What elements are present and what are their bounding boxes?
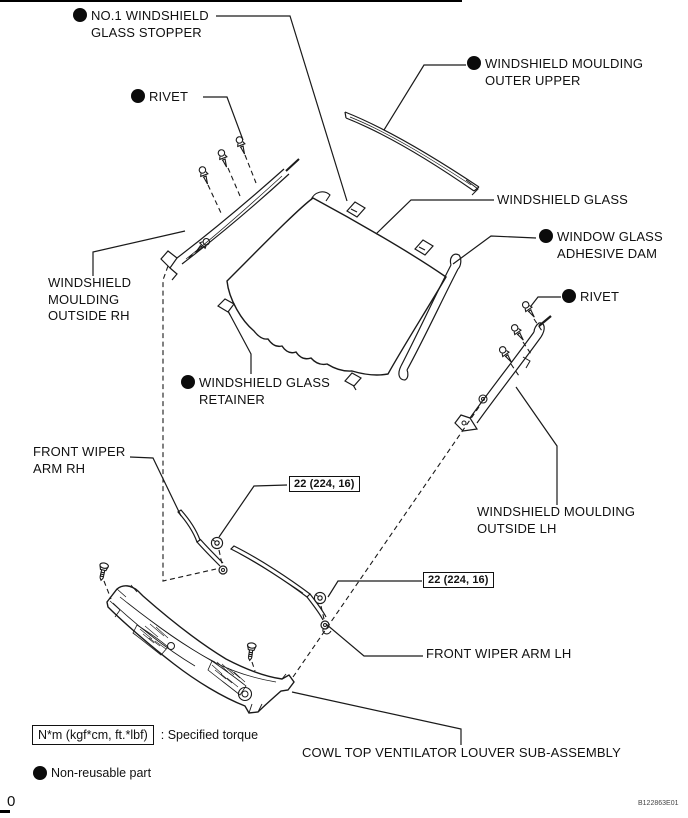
callout-label: WINDSHIELD GLASS RETAINER [199, 375, 330, 407]
callout-label: WINDSHIELD MOULDING OUTER UPPER [485, 56, 644, 88]
torque-unit-box: N*m (kgf*cm, ft.*lbf) [32, 725, 154, 745]
page-bottom-mark [0, 810, 10, 813]
callout-label: RIVET [149, 89, 189, 104]
page-number: 0 [7, 793, 16, 810]
cowl-louver-drawing [96, 561, 295, 714]
glass-stopper-clips [344, 201, 434, 391]
windshield-glass-drawing [217, 191, 447, 391]
glass-retainer-clip [217, 298, 235, 316]
non-reusable-legend-label: Non-reusable part [51, 766, 152, 780]
non-reusable-bullet-icon [539, 229, 553, 243]
callout-windshield-moulding-outer-upper: WINDSHIELD MOULDING OUTER UPPER [467, 56, 643, 89]
callout-windshield-glass: WINDSHIELD GLASS [497, 192, 628, 209]
callout-label: WINDSHIELD GLASS [497, 192, 628, 207]
torque-spec-box-rh: 22 (224, 16) [289, 476, 360, 492]
non-reusable-bullet-icon [181, 375, 195, 389]
non-reusable-bullet-icon [467, 56, 481, 70]
callout-label: FRONT WIPER ARM LH [426, 646, 572, 661]
moulding-outer-upper-drawing [344, 111, 480, 196]
callout-label: WINDSHIELD MOULDING OUTSIDE LH [477, 504, 636, 536]
callout-front-wiper-arm-rh: FRONT WIPER ARM RH [33, 444, 125, 477]
moulding-outside-lh-drawing [454, 299, 552, 432]
callout-no1-windshield-glass-stopper: NO.1 WINDSHIELD GLASS STOPPER [73, 8, 209, 41]
callout-label: RIVET [580, 289, 620, 304]
torque-spec-box-lh: 22 (224, 16) [423, 572, 494, 588]
callout-windshield-moulding-outside-rh: WINDSHIELD MOULDING OUTSIDE RH [48, 275, 131, 325]
callout-label: FRONT WIPER ARM RH [33, 444, 126, 476]
callout-windshield-moulding-outside-lh: WINDSHIELD MOULDING OUTSIDE LH [477, 504, 635, 537]
leader-lines [92, 15, 561, 745]
callout-windshield-glass-retainer: WINDSHIELD GLASS RETAINER [181, 375, 330, 408]
torque-legend: N*m (kgf*cm, ft.*lbf) : Specified torque [32, 725, 258, 745]
callout-label: WINDOW GLASS ADHESIVE DAM [557, 229, 663, 261]
callout-label: WINDSHIELD MOULDING OUTSIDE RH [48, 275, 132, 323]
doc-code: B122863E01 [638, 800, 679, 807]
non-reusable-bullet-icon [131, 89, 145, 103]
callout-cowl-top-ventilator-louver: COWL TOP VENTILATOR LOUVER SUB-ASSEMBLY [302, 745, 621, 762]
non-reusable-bullet-icon [562, 289, 576, 303]
non-reusable-bullet-icon [33, 766, 47, 780]
non-reusable-legend: Non-reusable part [33, 765, 151, 781]
callout-front-wiper-arm-lh: FRONT WIPER ARM LH [426, 646, 571, 663]
callout-window-glass-adhesive-dam: WINDOW GLASS ADHESIVE DAM [539, 229, 663, 262]
wiper-arm-rh-drawing [177, 509, 228, 575]
wiper-arm-lh-drawing [229, 545, 332, 635]
torque-legend-description: : Specified torque [160, 728, 259, 742]
callout-rivet-right: RIVET [562, 289, 619, 306]
assembly-dashed-lines [103, 154, 543, 678]
page-top-rule [0, 0, 462, 2]
callout-label: COWL TOP VENTILATOR LOUVER SUB-ASSEMBLY [302, 745, 621, 760]
non-reusable-bullet-icon [73, 8, 87, 22]
callout-label: NO.1 WINDSHIELD GLASS STOPPER [91, 8, 209, 40]
adhesive-dam-drawing [398, 253, 462, 381]
moulding-outside-rh-drawing [160, 135, 300, 281]
callout-rivet-left: RIVET [131, 89, 188, 106]
